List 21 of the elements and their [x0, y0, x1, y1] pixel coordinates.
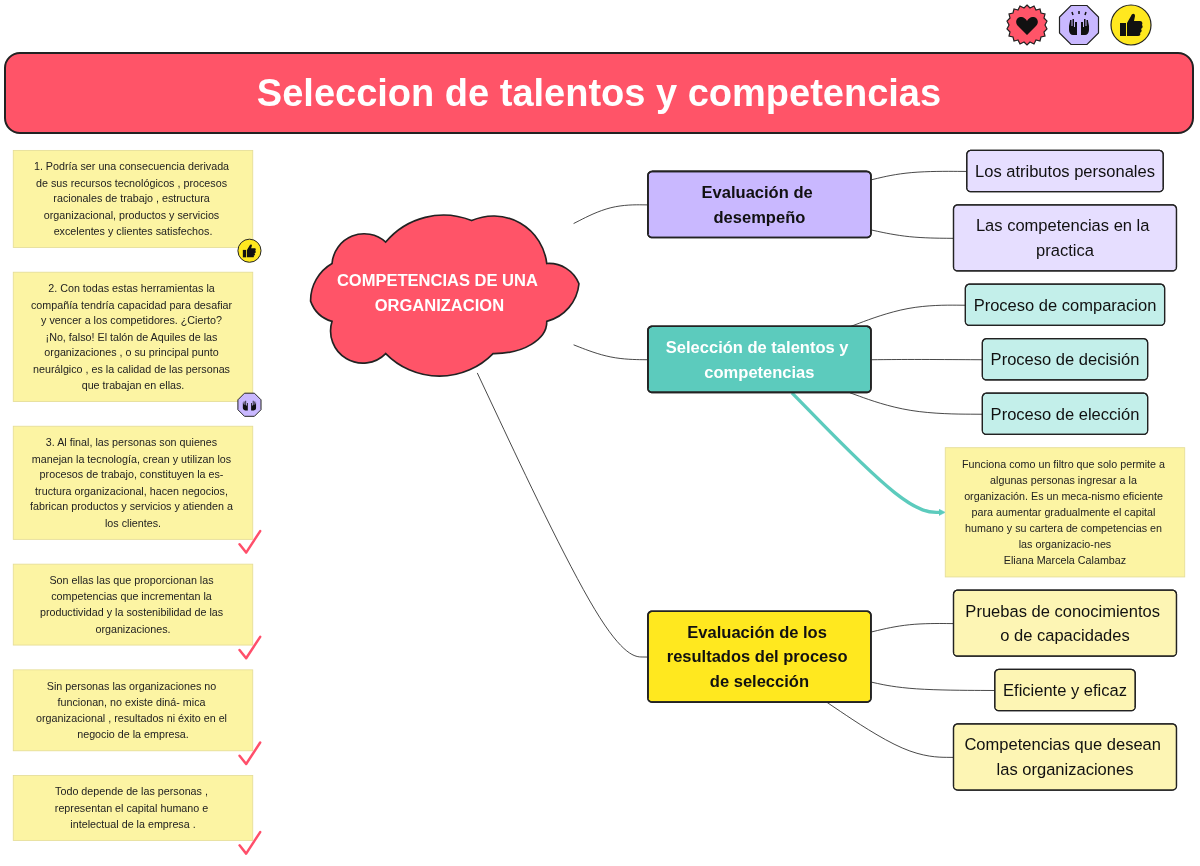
subtopic-box: Proceso de comparacion: [964, 283, 1166, 327]
sticky-note: Funciona como un filtro que solo permite a algunas personas ingresar a la organización. Es un meca-nismo eficiente para aumentar gradualmente el capital humano y su cartera de competencias en las organizacio-nes Eliana Marcela Calambaz: [944, 447, 1186, 578]
subtopic-box: Los atributos personales: [966, 149, 1164, 193]
topic-box: Evaluación de desempeño: [647, 170, 872, 239]
cloud-node: COMPETENCIAS DE UNA ORGANIZACION: [309, 214, 580, 377]
topic-box: Evaluación de los resultados del proceso de selección: [647, 610, 872, 703]
title-banner: Seleccion de talentos y competencias: [4, 52, 1194, 134]
subtopic-box: Eficiente y eficaz: [994, 668, 1136, 712]
sticky-note: 3. Al final, las personas son quienes manejan la tecnología, crean y utilizan los procesos de trabajo, constituyen la es- tructura organizacional, hacen negocios, fabrican productos y servicios y atienden a los clientes.: [12, 425, 254, 540]
sticky-note: Sin personas las organizaciones no funcionan, no existe diná- mica organizacional , resultados ni éxito en el negocio de la empresa.: [12, 669, 254, 752]
sticky-note: 1. Podría ser una consecuencia derivada de sus recursos tecnológicos , procesos racionales de trabajo , estructura organizacional, productos y servicios excelentes y clientes satisfechos.: [12, 149, 254, 248]
arrow: [790, 391, 946, 516]
sticky-note: 2. Con todas estas herramientas la compañía tendría capacidad para desafiar y vencer a los competidores. ¿Cierto? ¡No, falso! El talón de Aquiles de las organizaciones , o su principal punto neurálgico , es la calidad de las personas que trabajan en ellas.: [12, 271, 254, 402]
sticky-note: Todo depende de las personas , representan el capital humano e intelectual de la empresa .: [12, 775, 254, 841]
subtopic-box: Proceso de elección: [981, 392, 1149, 436]
subtopic-box: Proceso de decisión: [981, 338, 1149, 381]
topic-box: Selección de talentos y competencias: [647, 325, 872, 394]
sticky-note: Son ellas las que proporcionan las competencias que incrementan la productividad y la sostenibilidad de las organizaciones.: [12, 563, 254, 646]
subtopic-box: Las competencias en la practica: [952, 204, 1178, 272]
subtopic-box: Pruebas de conocimientos o de capacidades: [952, 589, 1178, 657]
subtopic-box: Competencias que desean las organizaciones: [952, 723, 1178, 791]
